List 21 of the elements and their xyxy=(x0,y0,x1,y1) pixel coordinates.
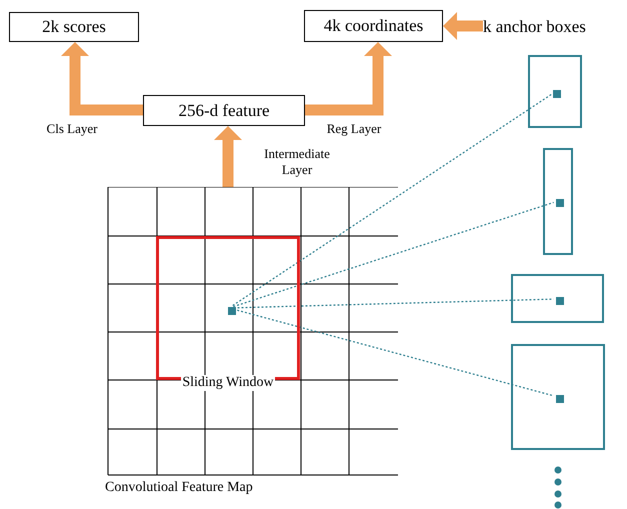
output-box: 2k scores xyxy=(9,12,139,42)
center-point xyxy=(556,297,564,305)
input-label: k anchor boxes xyxy=(483,14,623,40)
arrow xyxy=(61,42,143,116)
anchor-box xyxy=(511,344,605,450)
center-point xyxy=(553,90,561,98)
projection-line xyxy=(232,94,552,306)
arrow xyxy=(214,126,242,187)
anchor-box xyxy=(528,55,582,128)
output-box: 256-d feature xyxy=(143,95,305,126)
anchor-box xyxy=(543,148,573,255)
output-box: 4k coordinates xyxy=(304,10,443,42)
map-label: Convolutioal Feature Map xyxy=(105,480,253,496)
center-point xyxy=(228,307,236,315)
arrow xyxy=(305,42,392,116)
window-label: Sliding Window xyxy=(181,375,275,391)
center-point xyxy=(556,199,564,207)
arrow xyxy=(443,12,483,40)
projection-line xyxy=(233,202,554,308)
anchor-box xyxy=(511,274,604,323)
center-point xyxy=(556,395,564,403)
